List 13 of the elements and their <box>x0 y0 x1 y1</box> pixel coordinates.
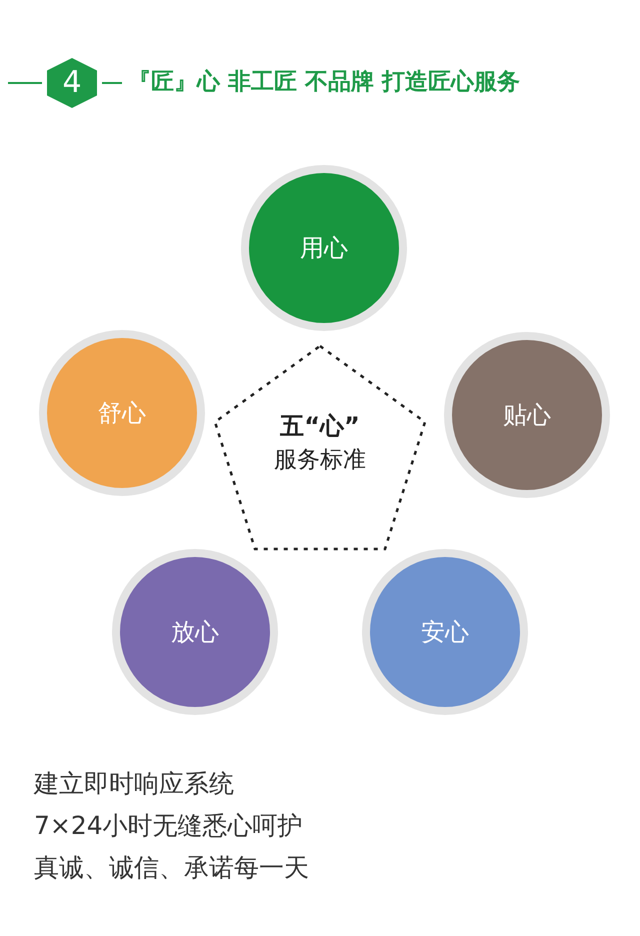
node-label: 放心 <box>171 617 219 648</box>
node-label: 贴心 <box>503 400 551 431</box>
heading: 『匠』心 非工匠 不品牌 打造匠心服务 <box>128 68 520 97</box>
node-label: 服务标准 <box>273 446 367 475</box>
section-number-badge: 4 <box>47 58 97 108</box>
node-label: 用心 <box>300 233 348 264</box>
note-text: 建立即时响应系统 <box>34 768 234 800</box>
note-text: 7×24小时无缝悉心呵护 <box>34 810 303 842</box>
pentagon-node <box>212 344 428 552</box>
node-heading: 五“心” <box>279 411 361 442</box>
node-label: 安心 <box>421 617 469 648</box>
node-label: 舒心 <box>98 398 146 429</box>
note-text: 真诚、诚信、承诺每一天 <box>34 852 309 884</box>
